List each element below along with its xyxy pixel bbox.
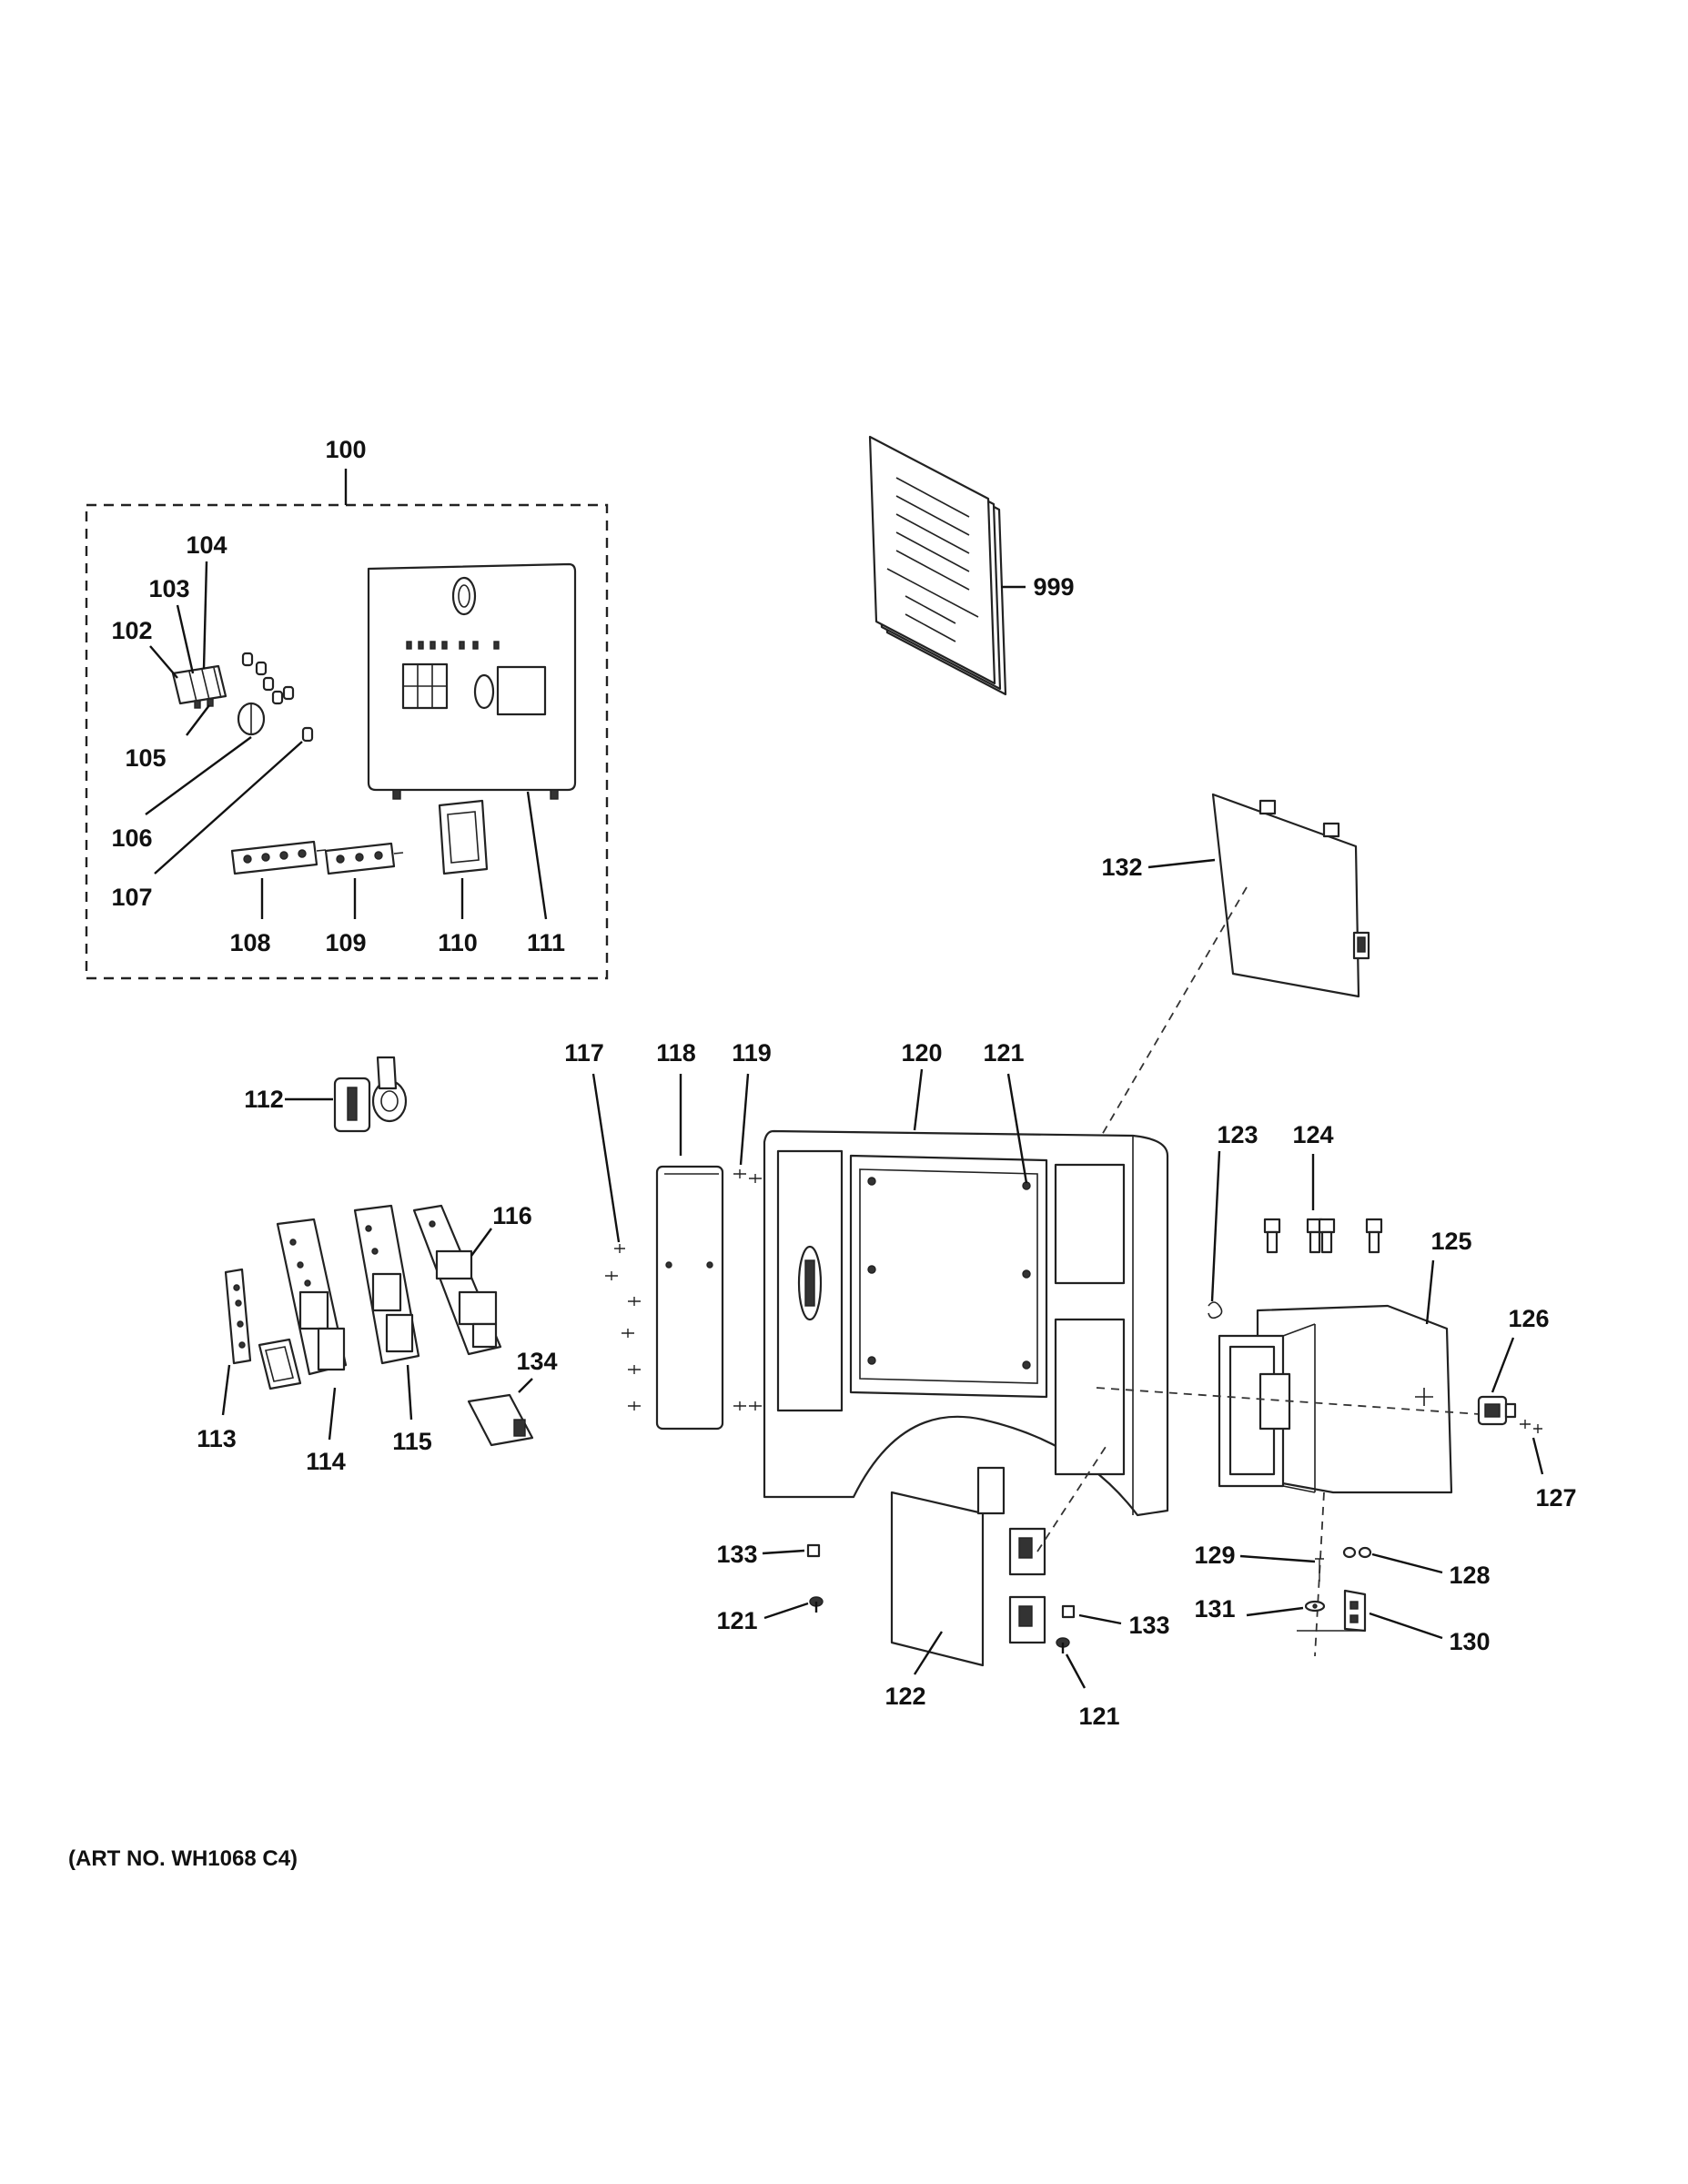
label-119[interactable]: 119 bbox=[732, 1039, 772, 1067]
label-118[interactable]: 118 bbox=[656, 1039, 696, 1067]
part-117-screws[interactable] bbox=[605, 1244, 641, 1410]
part-127-screws[interactable] bbox=[1520, 1420, 1542, 1433]
part-112-lock[interactable] bbox=[333, 1056, 408, 1133]
label-124[interactable]: 124 bbox=[1292, 1121, 1333, 1148]
kit-100-group: 100 102 103 104 105 bbox=[85, 436, 609, 980]
label-112[interactable]: 112 bbox=[244, 1086, 284, 1113]
part-128-screws[interactable] bbox=[1342, 1546, 1372, 1559]
part-114-control-board[interactable] bbox=[258, 1218, 348, 1390]
part-123-clip[interactable] bbox=[1208, 1301, 1223, 1320]
label-125[interactable]: 125 bbox=[1430, 1228, 1471, 1255]
part-129-screw[interactable] bbox=[1315, 1558, 1324, 1582]
part-111-control-panel[interactable] bbox=[367, 562, 577, 800]
panel-display-window bbox=[496, 665, 547, 716]
part-121-screw-left[interactable] bbox=[809, 1596, 824, 1613]
label-131[interactable]: 131 bbox=[1194, 1595, 1235, 1623]
label-111[interactable]: 111 bbox=[527, 929, 565, 956]
art-number: (ART NO. WH1068 C4) bbox=[68, 1846, 298, 1871]
label-128[interactable]: 128 bbox=[1449, 1562, 1490, 1589]
label-120[interactable]: 120 bbox=[901, 1039, 942, 1067]
part-116-control-board[interactable] bbox=[412, 1204, 502, 1356]
part-120-front-frame[interactable] bbox=[763, 1129, 1169, 1517]
label-133-right[interactable]: 133 bbox=[1128, 1612, 1169, 1639]
label-107[interactable]: 107 bbox=[111, 884, 152, 911]
label-108[interactable]: 108 bbox=[229, 929, 270, 956]
label-103[interactable]: 103 bbox=[148, 575, 189, 602]
label-133-left[interactable]: 133 bbox=[716, 1541, 757, 1568]
label-105[interactable]: 105 bbox=[125, 744, 166, 772]
label-134[interactable]: 134 bbox=[516, 1348, 557, 1375]
part-106-knob[interactable] bbox=[237, 702, 266, 736]
panel-button-cluster bbox=[401, 662, 449, 710]
part-108-board[interactable] bbox=[230, 840, 327, 875]
part-119-screws[interactable] bbox=[733, 1169, 762, 1410]
part-999-manual[interactable] bbox=[868, 435, 1007, 696]
label-999[interactable]: 999 bbox=[1033, 573, 1074, 601]
part-110-gasket[interactable] bbox=[438, 799, 489, 875]
part-122-dispenser-cover[interactable] bbox=[890, 1466, 1046, 1667]
part-126-socket[interactable] bbox=[1477, 1395, 1517, 1426]
label-127[interactable]: 127 bbox=[1535, 1484, 1576, 1512]
label-110[interactable]: 110 bbox=[438, 929, 478, 956]
label-102[interactable]: 102 bbox=[111, 617, 152, 644]
part-124-fasteners[interactable] bbox=[1263, 1218, 1383, 1254]
label-123[interactable]: 123 bbox=[1217, 1121, 1258, 1148]
label-116[interactable]: 116 bbox=[492, 1202, 532, 1229]
part-133-pad-left[interactable] bbox=[806, 1543, 821, 1558]
part-109-board[interactable] bbox=[324, 842, 404, 875]
label-104[interactable]: 104 bbox=[186, 531, 227, 559]
label-109[interactable]: 109 bbox=[325, 929, 366, 956]
manual-text-lines bbox=[886, 477, 979, 642]
part-118-trim[interactable] bbox=[655, 1165, 724, 1431]
part-113-bracket[interactable] bbox=[224, 1268, 252, 1365]
part-102-switch-block[interactable] bbox=[171, 664, 227, 709]
label-113[interactable]: 113 bbox=[197, 1425, 237, 1452]
part-125-dispenser-housing[interactable] bbox=[1218, 1304, 1453, 1494]
panel-indicator-dots bbox=[406, 641, 500, 650]
part-115-control-board[interactable] bbox=[353, 1204, 420, 1365]
part-134-connector[interactable] bbox=[467, 1393, 534, 1447]
part-121-screw-right[interactable] bbox=[1056, 1637, 1070, 1653]
label-115[interactable]: 115 bbox=[392, 1428, 432, 1455]
springs-group bbox=[241, 652, 295, 705]
label-132[interactable]: 132 bbox=[1101, 854, 1142, 881]
label-100[interactable]: 100 bbox=[325, 436, 366, 463]
label-114[interactable]: 114 bbox=[306, 1448, 346, 1475]
part-107-spring[interactable] bbox=[301, 726, 314, 743]
part-132-side-panel[interactable] bbox=[1211, 793, 1370, 998]
part-131-washer[interactable] bbox=[1304, 1600, 1326, 1613]
part-133-pad-right[interactable] bbox=[1061, 1604, 1076, 1619]
label-121-bottom[interactable]: 121 bbox=[1078, 1703, 1119, 1730]
label-122[interactable]: 122 bbox=[884, 1683, 925, 1710]
part-130-bracket[interactable] bbox=[1297, 1589, 1367, 1633]
label-129[interactable]: 129 bbox=[1194, 1542, 1235, 1569]
label-117[interactable]: 117 bbox=[564, 1039, 604, 1067]
label-121-left[interactable]: 121 bbox=[716, 1607, 757, 1634]
label-126[interactable]: 126 bbox=[1508, 1305, 1549, 1332]
label-121-top[interactable]: 121 bbox=[983, 1039, 1024, 1067]
label-106[interactable]: 106 bbox=[111, 824, 152, 852]
label-130[interactable]: 130 bbox=[1449, 1628, 1490, 1655]
